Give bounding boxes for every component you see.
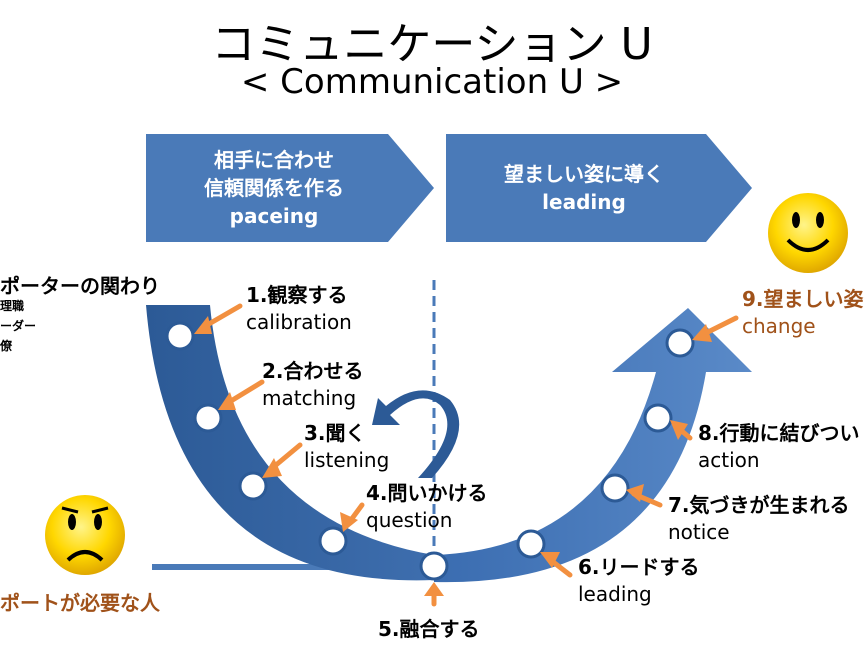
pointer-head-1 [194,316,212,334]
step-4-jp: 4.問いかける [366,481,488,505]
step-4-marker [318,526,348,556]
pointer-head-3 [262,458,282,478]
supporter-heading: ポーターの関わり [0,274,160,298]
sad-face-icon [45,495,125,575]
banner-leading-line-2: leading [542,190,626,214]
pointer-head-9 [692,324,712,342]
step-9-jp: 9.望ましい姿 [742,287,864,311]
step-1-en: calibration [246,310,352,334]
supporter-item-2: ーダー [0,319,37,333]
step-8-en: action [698,448,760,472]
step-4-label: 4.問いかける question [366,480,488,534]
banner-pacing-text: 相手に合わせ 信頼関係を作る paceing [146,146,402,230]
step-5-marker [419,551,449,581]
banner-pacing-arrow [146,134,434,242]
step-9-en: change [742,314,816,338]
supporter-item-1: 理職 [0,299,25,313]
step-6-en: leading [578,582,652,606]
step-2-jp: 2.合わせる [262,359,364,383]
left-curve-band [146,305,434,581]
banner-pacing-line-2: 信頼関係を作る [204,176,344,200]
step-4-en: question [366,508,453,532]
step-3-label: 3.聞く listening [304,420,389,474]
step-2-label: 2.合わせる matching [262,358,364,412]
step-2-en: matching [262,386,357,410]
banner-leading-text: 望ましい姿に導く leading [446,160,722,216]
step-2-marker [193,403,223,433]
start-label: ポートが必要な人 [0,591,160,615]
step-5-jp: 5.融合する [378,617,480,641]
step-6-jp: 6.リードする [578,555,700,579]
step-8-jp: 8.行動に結びつい [698,421,860,445]
step-9-label: 9.望ましい姿 change [742,286,864,340]
step-7-jp: 7.気づきが生まれる [668,493,850,517]
pointer-head-5 [424,582,444,596]
smile-face-icon [768,193,848,273]
pointer-head-7 [626,484,644,502]
banner-pacing-line-3: paceing [229,204,319,228]
step-3-jp: 3.聞く [304,421,366,445]
supporter-item-3: 僚 [0,339,13,353]
step-7-label: 7.気づきが生まれる notice [668,492,850,546]
step-6-label: 6.リードする leading [578,554,700,608]
step-5-label: 5.融合する [378,616,480,643]
step-1-jp: 1.観察する [246,283,348,307]
step-8-marker [643,403,673,433]
right-curve-band [434,308,752,583]
pointer-head-6 [540,552,560,568]
banner-leading-arrow [446,134,752,242]
step-1-label: 1.観察する calibration [246,282,352,336]
step-8-label: 8.行動に結びつい action [698,420,860,474]
banner-leading-line-1: 望ましい姿に導く [504,162,664,186]
step-7-en: notice [668,520,730,544]
pointer-head-8 [670,420,688,440]
listening-loop-arrow [372,390,460,478]
step-9-marker [665,328,695,358]
step-3-marker [238,471,268,501]
page-title: コミュニケーション U [211,19,653,70]
step-6-marker [516,529,546,559]
step-7-marker [600,473,630,503]
banner-pacing-line-1: 相手に合わせ [214,148,334,172]
step-1-marker [165,321,195,351]
pointer-head-4 [340,512,358,532]
page-subtitle: < Communication U > [240,62,624,102]
step-3-en: listening [304,448,390,472]
pointer-head-2 [218,392,236,410]
